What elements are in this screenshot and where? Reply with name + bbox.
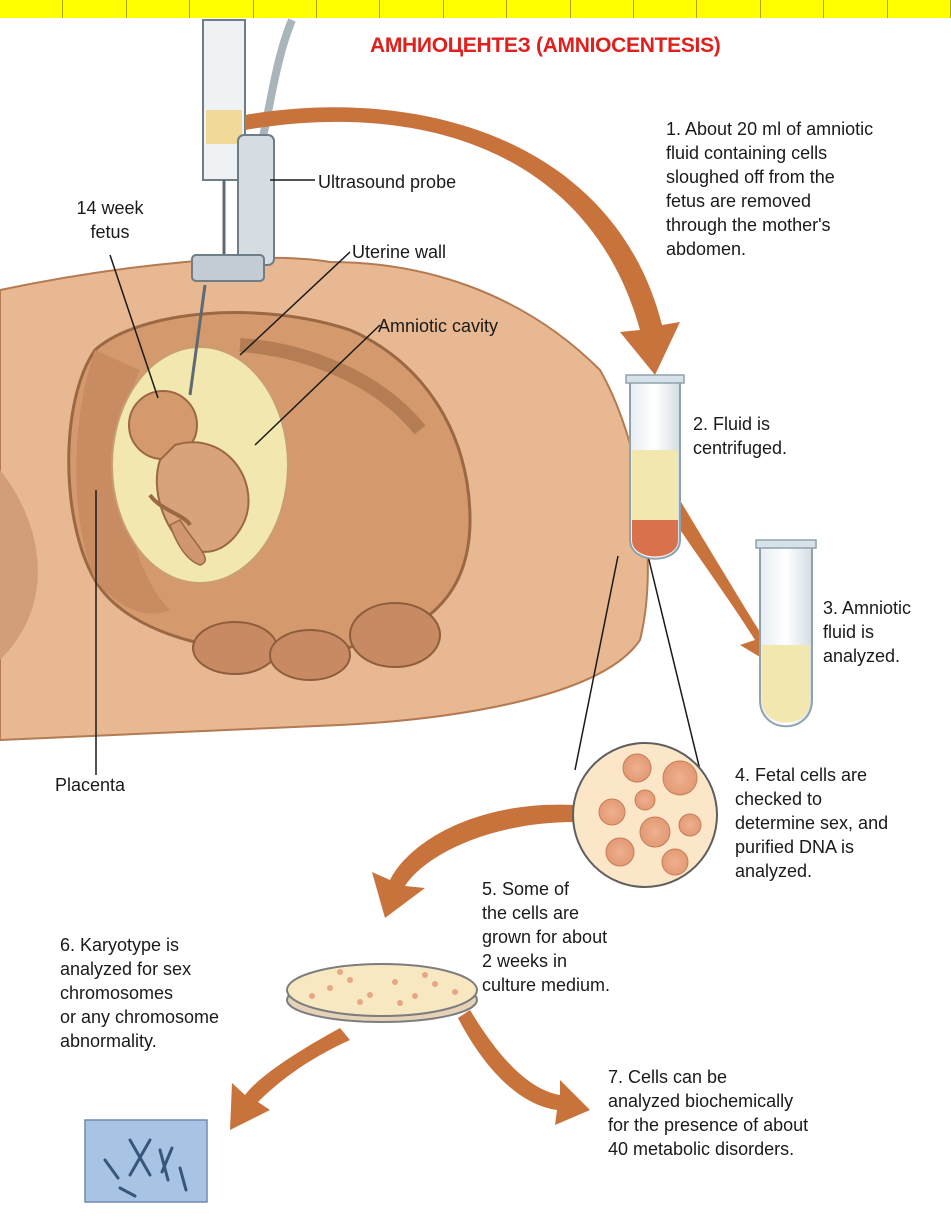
- step-5-text: 5. Some of the cells are grown for about…: [482, 877, 682, 997]
- step-3-text: 3. Amniotic fluid is analyzed.: [823, 596, 948, 668]
- centrifuge-tube: [626, 375, 684, 559]
- culture-dish: [287, 964, 477, 1022]
- label-uterine-wall: Uterine wall: [352, 240, 446, 264]
- karyotype-image: [85, 1120, 207, 1202]
- arrow-culture-to-biochem: [458, 1010, 590, 1125]
- abdomen-cross-section: [0, 258, 648, 740]
- diagram-title: АМНИОЦЕНТЕЗ (AMNIOCENTESIS): [370, 34, 721, 58]
- analysis-tube: [756, 540, 816, 726]
- step-4-text: 4. Fetal cells are checked to determine …: [735, 763, 949, 883]
- label-amniotic-cavity: Amniotic cavity: [378, 314, 498, 338]
- step-1-text: 1. About 20 ml of amniotic fluid contain…: [666, 117, 946, 261]
- fetal-cells-magnified: [573, 743, 717, 887]
- step-7-text: 7. Cells can be analyzed biochemically f…: [608, 1065, 908, 1161]
- step-6-text: 6. Karyotype is analyzed for sex chromos…: [60, 933, 290, 1053]
- step-2-text: 2. Fluid is centrifuged.: [693, 412, 893, 460]
- label-placenta: Placenta: [55, 773, 125, 797]
- label-ultrasound-probe: Ultrasound probe: [318, 170, 456, 194]
- label-fetus: 14 week fetus: [55, 196, 165, 244]
